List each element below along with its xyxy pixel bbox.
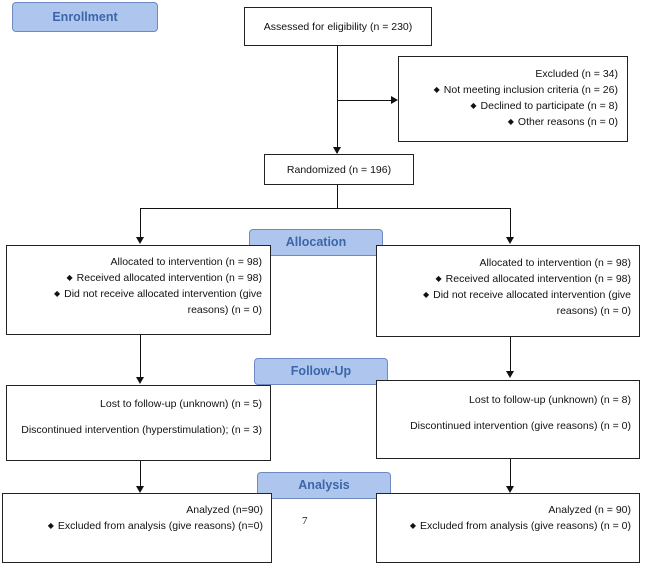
bullet-icon: ◆ xyxy=(435,274,442,283)
analysis-label: Analysis xyxy=(257,472,391,499)
arrow-to-left-analysis xyxy=(136,486,144,493)
arrow-to-right-allocation xyxy=(506,237,514,244)
left-received-text: ◆Received allocated intervention (n = 98… xyxy=(66,272,262,284)
enrollment-label: Enrollment xyxy=(12,2,158,32)
arrow-to-randomized xyxy=(333,147,341,154)
connector-split-right xyxy=(510,208,511,238)
connector-right-alloc-followup xyxy=(510,337,511,372)
right-followup-box: Lost to follow-up (unknown) (n = 8) Disc… xyxy=(376,380,640,459)
connector-left-followup-analysis xyxy=(140,460,141,487)
randomized-text: Randomized (n = 196) xyxy=(286,164,392,176)
bullet-icon: ◆ xyxy=(47,521,54,530)
bullet-icon: ◆ xyxy=(422,290,430,299)
followup-label: Follow-Up xyxy=(254,358,388,385)
right-discontinued-text: Discontinued intervention (give reasons)… xyxy=(410,420,631,432)
left-allocated-text: Allocated to intervention (n = 98) xyxy=(110,256,262,268)
page-number: 7 xyxy=(302,515,308,527)
right-analysis-box: Analyzed (n = 90) ◆Excluded from analysi… xyxy=(376,493,640,563)
left-not-received-text: ◆Did not receive allocated intervention … xyxy=(53,288,262,316)
right-not-received-text: ◆Did not receive allocated intervention … xyxy=(422,289,631,317)
bullet-icon: ◆ xyxy=(409,521,417,530)
left-lost-text: Lost to follow-up (unknown) (n = 5) xyxy=(100,398,262,410)
arrow-to-left-followup xyxy=(136,377,144,384)
left-analyzed-text: Analyzed (n=90) xyxy=(186,504,263,516)
connector-right-followup-analysis xyxy=(510,458,511,487)
connector-to-excluded xyxy=(337,100,392,101)
connector-assessed-randomized xyxy=(337,46,338,153)
arrow-to-left-allocation xyxy=(136,237,144,244)
left-followup-box: Lost to follow-up (unknown) (n = 5) Disc… xyxy=(6,385,271,461)
left-discontinued-text: Discontinued intervention (hyperstimulat… xyxy=(21,424,262,436)
bullet-icon: ◆ xyxy=(53,289,61,298)
connector-split-horizontal xyxy=(140,208,510,209)
bullet-icon: ◆ xyxy=(66,273,73,282)
left-excluded-analysis-text: ◆Excluded from analysis (give reasons) (… xyxy=(47,520,263,532)
arrow-to-right-analysis xyxy=(506,486,514,493)
bullet-icon: ◆ xyxy=(470,101,477,110)
excluded-item: ◆Declined to participate (n = 8) xyxy=(470,100,618,112)
arrow-to-right-followup xyxy=(506,371,514,378)
excluded-item: ◆Not meeting inclusion criteria (n = 26) xyxy=(433,84,618,96)
excluded-item: ◆Other reasons (n = 0) xyxy=(507,116,618,128)
arrow-to-excluded xyxy=(391,96,398,104)
allocation-label: Allocation xyxy=(249,229,383,256)
right-lost-text: Lost to follow-up (unknown) (n = 8) xyxy=(469,394,631,406)
excluded-title: Excluded (n = 34) xyxy=(535,68,618,80)
bullet-icon: ◆ xyxy=(433,85,440,94)
excluded-box: Excluded (n = 34) ◆Not meeting inclusion… xyxy=(398,56,628,142)
right-analyzed-text: Analyzed (n = 90) xyxy=(548,504,631,516)
connector-split-left xyxy=(140,208,141,238)
right-excluded-analysis-text: ◆Excluded from analysis (give reasons) (… xyxy=(409,520,631,532)
randomized-box: Randomized (n = 196) xyxy=(264,154,414,185)
assessed-text: Assessed for eligibility (n = 230) xyxy=(263,21,413,33)
right-allocation-box: Allocated to intervention (n = 98) ◆Rece… xyxy=(376,245,640,337)
connector-left-alloc-followup xyxy=(140,334,141,378)
right-allocated-text: Allocated to intervention (n = 98) xyxy=(479,257,631,269)
right-received-text: ◆Received allocated intervention (n = 98… xyxy=(435,273,631,285)
left-allocation-box: Allocated to intervention (n = 98) ◆Rece… xyxy=(6,245,271,335)
left-analysis-box: Analyzed (n=90) ◆Excluded from analysis … xyxy=(2,493,272,563)
bullet-icon: ◆ xyxy=(507,117,514,126)
assessed-box: Assessed for eligibility (n = 230) xyxy=(244,7,432,46)
connector-randomized-split xyxy=(337,185,338,209)
